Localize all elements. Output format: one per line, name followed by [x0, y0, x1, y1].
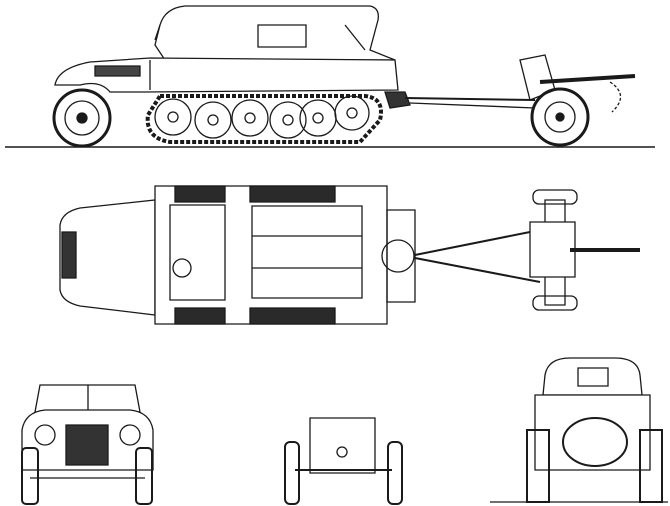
hood-vents: [95, 66, 140, 76]
radiator-grille: [62, 232, 76, 278]
gun-wheel-center: [556, 113, 564, 121]
track: [148, 96, 381, 142]
track-guard-left: [175, 186, 225, 202]
track-guard-right: [175, 308, 225, 324]
road-wheels: [155, 96, 369, 138]
road-wheel-hub: [245, 113, 255, 123]
front-wheel: [54, 90, 110, 146]
hull-top: [155, 186, 387, 324]
rear-view: [490, 358, 668, 502]
rear-plate: [387, 210, 415, 302]
hull-body: [55, 58, 398, 92]
gun-breech: [530, 222, 575, 277]
canvas-roof: [155, 6, 395, 60]
track-guard-left-rear: [250, 186, 335, 202]
windshield: [155, 25, 365, 50]
front-wheel-hub: [65, 101, 99, 135]
gun-wheel-front-left: [285, 442, 299, 504]
gun-shield: [520, 55, 555, 100]
road-wheel: [270, 102, 306, 138]
road-wheel-hub: [313, 113, 323, 123]
side-window: [258, 25, 306, 47]
front-wheel-left: [22, 448, 38, 504]
headlight-right: [120, 425, 140, 445]
front-wheel-center: [77, 113, 87, 123]
cargo-area: [252, 206, 362, 298]
rear-body: [535, 395, 650, 470]
gun-wheel-hub: [545, 102, 575, 132]
gun-shield-front: [310, 418, 375, 473]
tow-bar-lower: [410, 103, 535, 108]
road-wheel: [195, 102, 231, 138]
spare-wheel: [382, 240, 414, 272]
track-guard-right-rear: [250, 308, 335, 324]
gun-front-view: [285, 418, 402, 504]
road-wheel-hub: [168, 112, 178, 122]
road-wheel-hub: [283, 115, 293, 125]
rear-window: [578, 368, 608, 386]
road-wheel-hub: [347, 108, 357, 118]
front-view: [22, 385, 153, 504]
steering-wheel: [173, 259, 191, 277]
gun-wheel: [532, 89, 588, 145]
trail-leg-right: [415, 258, 540, 282]
rear-canvas: [543, 358, 642, 395]
gun-wheel-top-upper: [533, 190, 577, 204]
side-view: [5, 6, 655, 147]
trail-leg-left: [415, 230, 540, 255]
headlight-left: [35, 425, 55, 445]
driver-compartment: [170, 205, 225, 300]
gun-muzzle: [337, 447, 347, 457]
road-wheel-hub: [208, 115, 218, 125]
gun-wheel-front-right: [388, 442, 402, 504]
front-grille: [66, 425, 108, 465]
elevation-arc: [610, 82, 621, 112]
road-wheel: [155, 99, 191, 135]
tow-hitch: [385, 92, 410, 108]
road-wheel: [232, 100, 268, 136]
road-wheel: [335, 96, 369, 130]
top-view: [60, 186, 640, 324]
gun-barrel: [540, 76, 635, 82]
front-wheel-right: [136, 448, 152, 504]
gun-wheel-top-lower: [533, 296, 577, 310]
rear-spare-wheel: [563, 418, 627, 466]
tow-bar: [405, 98, 535, 100]
